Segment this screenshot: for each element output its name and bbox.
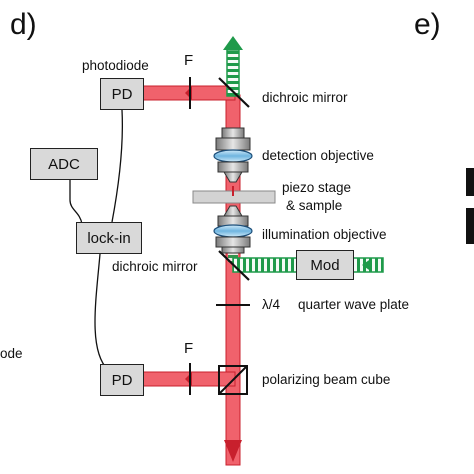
polarizing-beam-cube — [218, 365, 248, 395]
dichroic-mirror-bottom — [218, 250, 250, 281]
label-detection-objective: detection objective — [262, 148, 374, 163]
panel-letter-d: d) — [10, 8, 37, 41]
green-beam-mod-arrow — [362, 258, 372, 272]
wire-lockin-to-pd-bottom — [94, 253, 109, 371]
label-piezo-stage: piezo stage — [282, 180, 352, 195]
label-illumination-objective: illumination objective — [262, 227, 387, 242]
label-photodiode: photodiode — [82, 58, 149, 73]
dichroic-mirror-top — [218, 77, 250, 108]
adc-box: ADC — [30, 148, 98, 180]
wire-adc-to-lockin — [69, 180, 83, 225]
green-beam-up — [226, 49, 240, 97]
label-lambda-quarter: λ/4 — [262, 297, 281, 312]
label-quarter-wave-plate: quarter wave plate — [298, 297, 410, 312]
label-cut-off-photodiode: ode — [0, 346, 23, 361]
right-panel-edge-mark-2 — [466, 208, 474, 244]
right-panel-edge-mark-1 — [466, 168, 474, 196]
label-dichroic-top: dichroic mirror — [262, 90, 348, 105]
lockin-box: lock-in — [76, 222, 142, 254]
label-dichroic-bottom: dichroic mirror — [112, 259, 198, 274]
pd-bottom-box: PD — [100, 364, 144, 396]
panel-letter-e: e) — [414, 8, 441, 41]
label-filter-bottom: F — [184, 340, 194, 357]
label-sample: & sample — [286, 198, 343, 213]
label-filter-top: F — [184, 52, 194, 69]
label-polarizing-beam-cube: polarizing beam cube — [262, 372, 391, 387]
wire-pd-top-to-lockin — [111, 109, 124, 223]
illumination-objective — [213, 205, 253, 254]
green-beam-up-arrow — [223, 36, 243, 50]
mod-box: Mod — [296, 250, 354, 280]
pd-top-box: PD — [100, 78, 144, 110]
red-beam-down-arrow — [224, 440, 242, 462]
detection-objective — [213, 127, 253, 183]
